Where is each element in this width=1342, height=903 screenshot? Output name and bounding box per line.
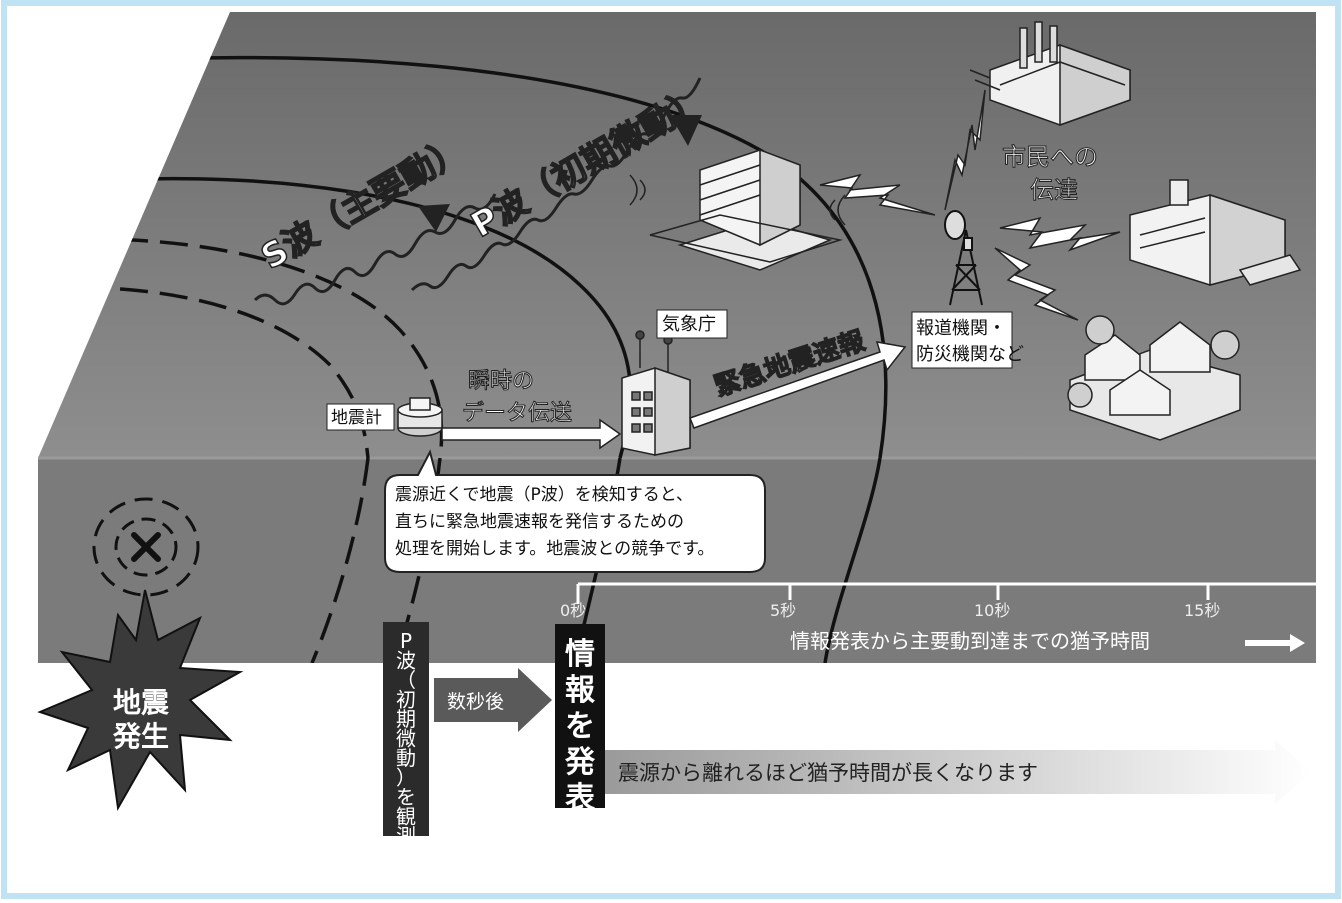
broadcast-label-2: 防災機関など [916,344,1024,365]
eew-arrow [689,341,907,429]
seconds-later-label: 数秒後 [447,691,504,713]
grace-arrow [1245,634,1305,652]
x-mark-icon [131,532,161,562]
school-icon [1129,179,1302,286]
grace-time-label: 情報発表から主要動到達までの猶予時間 [790,629,1150,653]
distance-note-label: 震源から離れるほど猶予時間が長くなります [618,761,1038,785]
tick-0: 0秒 [560,601,586,620]
tick-5: 5秒 [770,601,796,620]
s-wave-path [253,193,497,306]
instant-transfer-label-1: 瞬時の [468,369,534,394]
announce-label: 情報を発表 [564,637,596,816]
tick-10: 10秒 [974,601,1010,620]
seismometer-icon [397,397,443,437]
antenna-tower-icon [944,210,983,306]
factory-icon [969,21,1131,127]
citizens-label-1: 市民への [1002,143,1098,171]
callout-bubble [384,449,766,573]
burst-icon [37,589,244,812]
jma-label: 気象庁 [662,314,716,335]
seconds-later-arrow [434,668,552,732]
seismometer-label: 地震計 [331,408,382,428]
callout-line-2: 直ちに緊急地震速報を発信するための [395,512,684,532]
instant-transfer-label-2: データ伝送 [462,401,572,426]
timeline-axis [576,582,1316,604]
transmission-bolts [819,89,1121,321]
office-building-icon [621,330,691,456]
distance-arrow [605,740,1312,804]
earthquake-label-2: 発生 [112,720,169,753]
p-wave-path [410,77,702,292]
callout-line-1: 震源近くで地震（P波）を検知すると、 [395,485,693,505]
tick-15: 15秒 [1184,601,1220,620]
announce-box [555,624,605,808]
callout-line-3: 処理を開始します。地震波との競争です。 [395,539,714,559]
hospital-icon [629,148,846,271]
broadcast-label-1: 報道機関・ [916,318,1006,339]
earthquake-label-1: 地震 [113,686,170,719]
houses-icon [1067,315,1241,441]
p-observe-box [383,622,429,836]
citizens-label-2: 伝達 [1030,176,1078,204]
data-transfer-arrow [441,418,622,450]
epicenter [92,497,200,597]
